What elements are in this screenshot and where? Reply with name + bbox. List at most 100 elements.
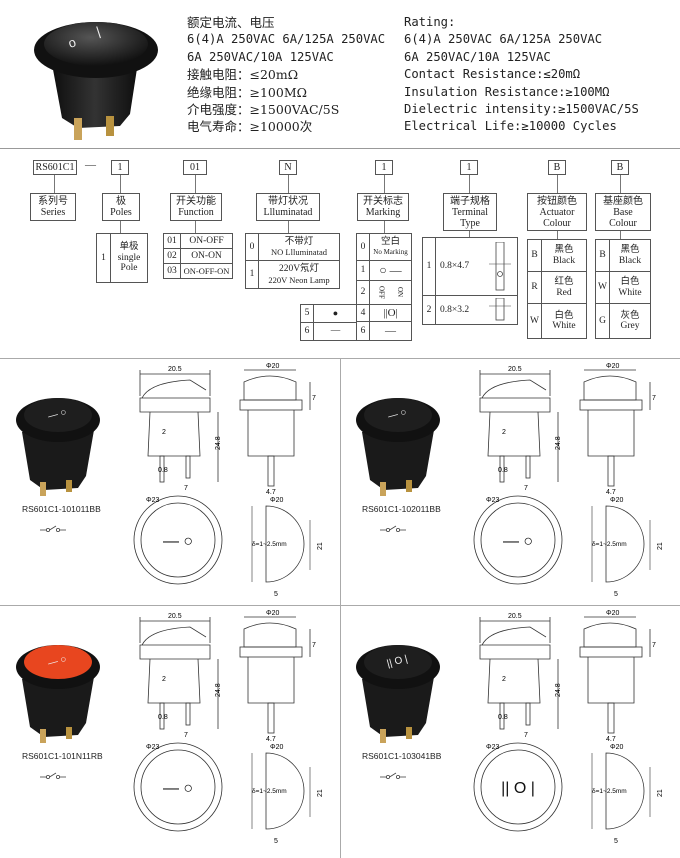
svg-text:Φ20: Φ20 xyxy=(270,744,283,751)
code-seg-poles: 1 xyxy=(111,160,129,175)
terminal-table: 1 0.8×4.7 2 0.8×3.2 xyxy=(422,237,518,325)
svg-text:— ○: — ○ xyxy=(503,533,533,550)
circuit-symbol xyxy=(40,772,66,779)
svg-text:5: 5 xyxy=(274,838,278,845)
spec-cn-rating2: 6A 250VAC/10A 125VAC xyxy=(187,49,334,64)
top-circle-view: — ○ xyxy=(473,495,563,585)
code-seg-base: B xyxy=(611,160,629,175)
code-prefix: RS601C1 xyxy=(33,160,77,175)
svg-text:24.8: 24.8 xyxy=(555,683,562,697)
spec-en-contact: Contact Resistance:≤20mΩ xyxy=(404,67,581,82)
svg-text:— ○: — ○ xyxy=(163,780,193,797)
svg-text:|| O |: || O | xyxy=(501,780,535,797)
spec-en-rating2: 6A 250VAC/10A 125VAC xyxy=(404,49,551,64)
svg-text:Φ23: Φ23 xyxy=(486,497,499,504)
svg-text:Φ20: Φ20 xyxy=(610,497,623,504)
svg-text:2: 2 xyxy=(162,676,166,683)
svg-text:21: 21 xyxy=(317,789,324,797)
code-seg-actuator: B xyxy=(548,160,566,175)
code-seg-lamp: N xyxy=(279,160,297,175)
svg-text:Φ20: Φ20 xyxy=(606,610,619,617)
front-view xyxy=(579,616,651,734)
svg-text:|: | xyxy=(94,24,102,39)
svg-text:21: 21 xyxy=(317,542,324,550)
svg-text:|| O |: || O | xyxy=(386,654,409,670)
switch-render: || O | xyxy=(356,645,440,743)
circuit-symbol xyxy=(380,772,406,779)
code-seg-function: 01 xyxy=(183,160,207,175)
svg-text:0.8: 0.8 xyxy=(158,714,168,721)
product-panel: — ○ RS601C1-101011BB 20.5 24.8 2 0.8 7 Φ… xyxy=(16,363,324,598)
svg-text:2: 2 xyxy=(502,429,506,436)
svg-text:5: 5 xyxy=(274,591,278,598)
svg-text:7: 7 xyxy=(524,485,528,492)
code-dash: — xyxy=(85,159,96,171)
side-view xyxy=(139,617,219,730)
svg-text:2: 2 xyxy=(162,429,166,436)
spec-en-rating1: 6(4)A 250VAC 6A/125A 250VAC xyxy=(404,32,603,47)
model-number: RS601C1-102011BB xyxy=(362,504,441,514)
front-view xyxy=(239,369,311,487)
dim-width: 20.5 xyxy=(168,613,182,620)
circuit-symbol xyxy=(40,525,66,532)
panel-cutout xyxy=(251,505,311,583)
switch-render: — ○ xyxy=(16,398,100,496)
top-circle-view: — ○ xyxy=(133,495,223,585)
svg-text:0.8: 0.8 xyxy=(158,467,168,474)
front-view xyxy=(239,616,311,734)
svg-text:7: 7 xyxy=(524,732,528,739)
svg-text:Φ20: Φ20 xyxy=(266,610,279,617)
side-view xyxy=(479,617,559,730)
svg-text:7: 7 xyxy=(184,732,188,739)
spec-en-dielectric: Dielectric intensity:≥1500VAC/5S xyxy=(404,102,639,117)
svg-text:Φ20: Φ20 xyxy=(606,363,619,370)
svg-text:Φ20: Φ20 xyxy=(610,744,623,751)
panel-cutout xyxy=(591,752,651,830)
spec-cn-contact: 接触电阻：≤20mΩ xyxy=(187,67,299,83)
svg-text:— ○: — ○ xyxy=(47,407,68,422)
product-panel: — ○ RS601C1-101N11RB 20.5 24.8 2 0.8 7 Φ… xyxy=(16,610,324,845)
svg-text:7: 7 xyxy=(652,395,656,402)
front-view xyxy=(579,369,651,487)
svg-text:δ=1~2.5mm: δ=1~2.5mm xyxy=(252,541,287,548)
svg-text:24.8: 24.8 xyxy=(555,436,562,450)
svg-text:5: 5 xyxy=(614,838,618,845)
spec-cn-rating1: 6(4)A 250VAC 6A/125A 250VAC xyxy=(187,32,386,47)
svg-text:5: 5 xyxy=(614,591,618,598)
svg-text:δ=1~2.5mm: δ=1~2.5mm xyxy=(592,788,627,795)
svg-text:Φ23: Φ23 xyxy=(146,744,159,751)
svg-text:24.8: 24.8 xyxy=(215,683,222,697)
svg-text:4.7: 4.7 xyxy=(606,736,616,743)
switch-render: — ○ xyxy=(356,398,440,496)
spec-en-title: Rating: xyxy=(404,15,456,29)
terminal-icon-1 xyxy=(489,242,511,291)
svg-text:Φ20: Φ20 xyxy=(270,497,283,504)
svg-text:δ=1~2.5mm: δ=1~2.5mm xyxy=(252,788,287,795)
svg-text:o: o xyxy=(66,34,78,51)
svg-text:2: 2 xyxy=(502,676,506,683)
svg-text:— ○: — ○ xyxy=(387,407,408,422)
dim-width: 20.5 xyxy=(508,366,522,373)
marking-table-extra: 5 ● 6 — xyxy=(300,304,357,341)
svg-text:0.8: 0.8 xyxy=(498,467,508,474)
svg-text:δ=1~2.5mm: δ=1~2.5mm xyxy=(592,541,627,548)
svg-text:4.7: 4.7 xyxy=(266,736,276,743)
panel-cutout xyxy=(591,505,651,583)
panel-cutout xyxy=(251,752,311,830)
spec-cn-dielectric: 介电强度：≥1500VAC/5S xyxy=(187,102,340,118)
svg-text:7: 7 xyxy=(652,642,656,649)
switch-photo: o | xyxy=(34,22,158,140)
svg-text:— ○: — ○ xyxy=(163,533,193,550)
